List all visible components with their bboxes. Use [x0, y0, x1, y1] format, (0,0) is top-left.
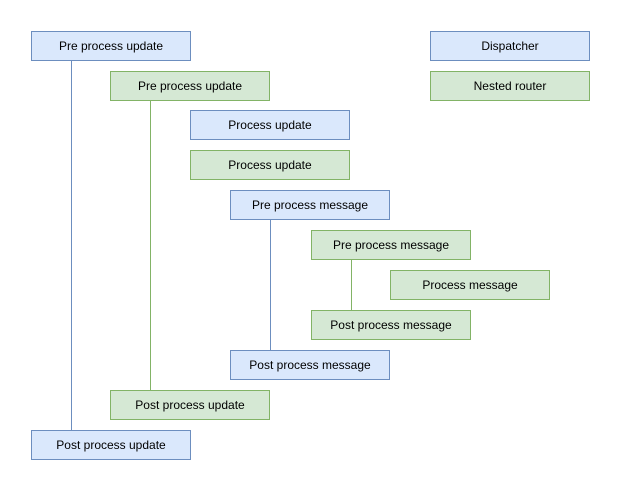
node-label: Process update	[228, 158, 312, 172]
node-label: Post process update	[135, 398, 245, 412]
node-pre-process-message-router: Pre process message	[311, 230, 471, 260]
node-process-update-dispatcher: Process update	[190, 110, 350, 140]
connector-update-router	[150, 101, 151, 390]
node-label: Process message	[422, 278, 518, 292]
node-label: Pre process message	[332, 238, 450, 252]
connector-update-dispatcher	[71, 61, 72, 430]
node-label: Post process message	[249, 358, 371, 372]
legend-dispatcher: Dispatcher	[430, 31, 590, 61]
node-post-process-message-dispatcher: Post process message	[230, 350, 390, 380]
node-label: Pre process update	[58, 39, 164, 53]
node-label: Post process message	[330, 318, 452, 332]
node-pre-process-update-router: Pre process update	[110, 71, 270, 101]
node-process-message-router: Process message	[390, 270, 550, 300]
node-pre-process-update-dispatcher: Pre process update	[31, 31, 191, 61]
node-process-update-router: Process update	[190, 150, 350, 180]
node-label: Pre process update	[137, 79, 243, 93]
connector-message-router	[351, 260, 352, 310]
connector-message-dispatcher	[270, 220, 271, 350]
node-post-process-update-router: Post process update	[110, 390, 270, 420]
node-post-process-update-dispatcher: Post process update	[31, 430, 191, 460]
legend-nested-router: Nested router	[430, 71, 590, 101]
node-label: Dispatcher	[481, 39, 539, 53]
node-label: Process update	[228, 118, 312, 132]
node-label: Pre process message	[251, 198, 369, 212]
node-pre-process-message-dispatcher: Pre process message	[230, 190, 390, 220]
node-label: Nested router	[473, 79, 547, 93]
node-post-process-message-router: Post process message	[311, 310, 471, 340]
node-label: Post process update	[56, 438, 166, 452]
